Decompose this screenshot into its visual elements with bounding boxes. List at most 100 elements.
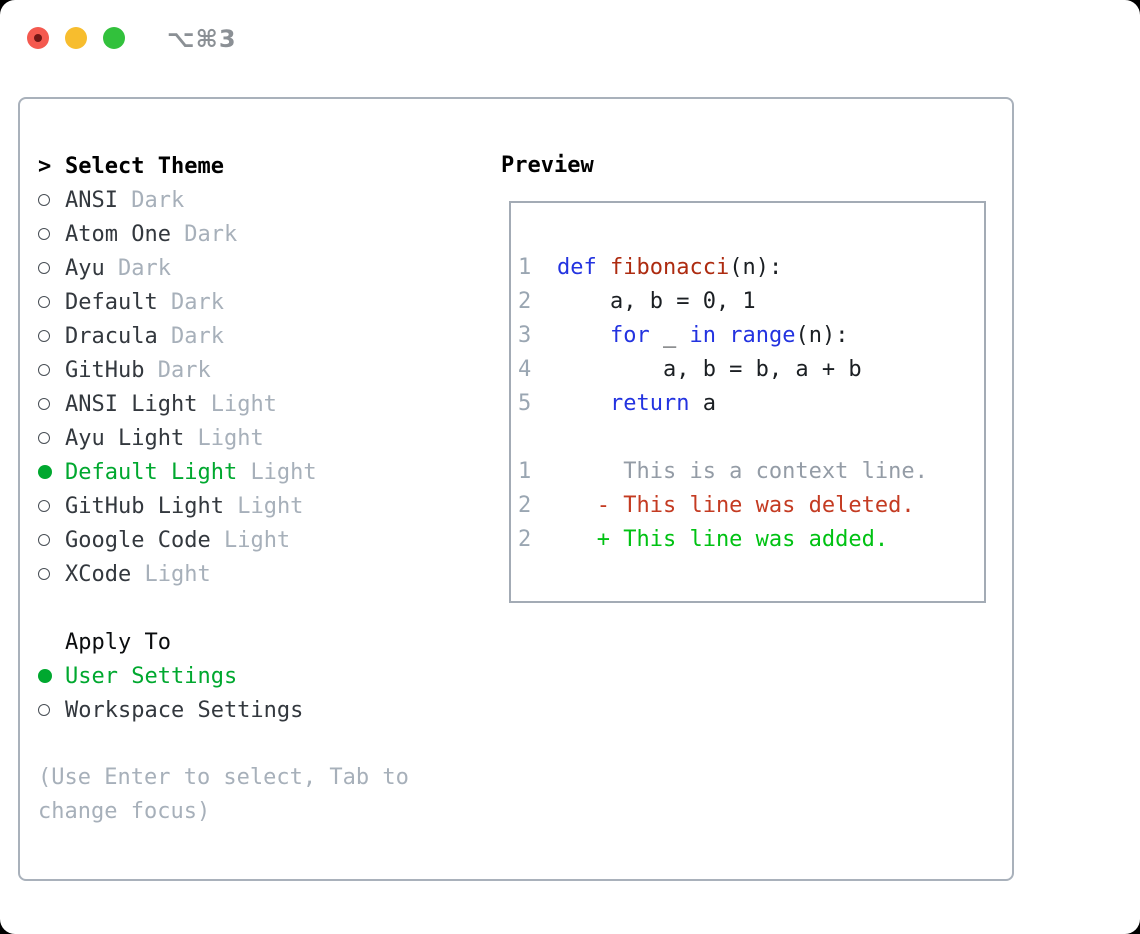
- line-number: 2: [518, 527, 532, 552]
- radio-unselected-icon: [38, 568, 50, 580]
- radio-marker: [38, 228, 65, 240]
- theme-option-label: ANSI Dark: [65, 188, 184, 213]
- theme-option[interactable]: Default Light Light: [38, 455, 488, 489]
- radio-unselected-icon: [38, 262, 50, 274]
- radio-selected-icon: [38, 465, 52, 479]
- added-line: 2 + This line was added.: [518, 523, 984, 557]
- radio-marker: [38, 364, 65, 376]
- radio-marker: [38, 194, 65, 206]
- code-segment-pl: (n):: [795, 323, 849, 348]
- blank-line: [518, 421, 984, 455]
- radio-marker: [38, 262, 65, 274]
- code-line: 2 a, b = 0, 1: [518, 285, 984, 319]
- close-button[interactable]: [27, 27, 49, 49]
- radio-unselected-icon: [38, 228, 50, 240]
- theme-option[interactable]: GitHub Dark: [38, 353, 488, 387]
- code-segment-kw: for: [609, 323, 650, 348]
- code-segment-pl: [557, 323, 610, 348]
- radio-marker: [38, 432, 65, 444]
- theme-variant-tag: Dark: [184, 221, 238, 247]
- theme-option[interactable]: Dracula Dark: [38, 319, 488, 353]
- theme-variant-tag: Dark: [131, 187, 185, 213]
- theme-variant-tag: Light: [250, 459, 317, 485]
- zoom-button[interactable]: [103, 27, 125, 49]
- theme-option[interactable]: XCode Light: [38, 557, 488, 591]
- theme-name: Ayu: [65, 255, 105, 281]
- apply-to-header: Apply To: [38, 625, 488, 659]
- radio-unselected-icon: [38, 398, 50, 410]
- theme-option[interactable]: ANSI Dark: [38, 183, 488, 217]
- theme-option[interactable]: GitHub Light Light: [38, 489, 488, 523]
- radio-marker: [38, 465, 65, 479]
- preview-title: Preview: [501, 153, 594, 178]
- apply-to-option-name: User Settings: [65, 663, 238, 689]
- prompt-caret-icon: >: [38, 153, 52, 179]
- theme-option-label: Google Code Light: [65, 528, 290, 553]
- theme-variant-tag: Dark: [170, 323, 224, 349]
- apply-to-option-name: Workspace Settings: [65, 697, 304, 723]
- code-segment-add: + This line was added.: [557, 527, 889, 552]
- apply-to-option[interactable]: Workspace Settings: [38, 693, 488, 727]
- apply-to-option[interactable]: User Settings: [38, 659, 488, 693]
- theme-name: GitHub: [65, 357, 145, 383]
- theme-option-label: GitHub Light Light: [65, 494, 303, 519]
- theme-name: XCode: [65, 561, 132, 587]
- radio-unselected-icon: [38, 500, 50, 512]
- line-number: 2: [518, 493, 532, 518]
- spacer: [38, 591, 488, 625]
- theme-variant-tag: Light: [223, 527, 291, 553]
- theme-variant-tag: Dark: [118, 255, 171, 281]
- code-line: 5 return a: [518, 387, 984, 421]
- theme-variant-tag: Dark: [170, 289, 224, 315]
- theme-option[interactable]: Google Code Light: [38, 523, 488, 557]
- code-segment-pl: a: [689, 391, 716, 416]
- radio-marker: [38, 330, 65, 342]
- theme-option-label: ANSI Light Light: [65, 392, 277, 417]
- code-segment-pl: (n):: [729, 255, 783, 280]
- select-theme-title: Select Theme: [65, 153, 224, 179]
- code-segment-pl: [597, 255, 610, 280]
- context-line: 1 This is a context line.: [518, 455, 984, 489]
- radio-marker: [38, 534, 65, 546]
- radio-unselected-icon: [38, 534, 50, 546]
- radio-marker: [38, 398, 65, 410]
- theme-option-label: Ayu Light Light: [65, 426, 264, 451]
- theme-option-label: Default Light Light: [65, 460, 317, 485]
- radio-unselected-icon: [38, 296, 50, 308]
- theme-option-label: XCode Light: [65, 562, 211, 587]
- theme-option-label: Atom One Dark: [65, 222, 237, 247]
- theme-variant-tag: Dark: [157, 357, 211, 383]
- theme-option[interactable]: Atom One Dark: [38, 217, 488, 251]
- minimize-button[interactable]: [65, 27, 87, 49]
- code-segment-ctx: This is a context line.: [557, 459, 928, 484]
- code-segment-fn: fibonacci: [610, 255, 730, 280]
- theme-option[interactable]: Ayu Light Light: [38, 421, 488, 455]
- radio-unselected-icon: [38, 330, 50, 342]
- theme-option[interactable]: Ayu Dark: [38, 251, 488, 285]
- radio-marker: [38, 500, 65, 512]
- code-line: 3 for _ in range(n):: [518, 319, 984, 353]
- line-number: 4: [518, 357, 532, 382]
- apply-to-title: Apply To: [65, 629, 171, 655]
- radio-unselected-icon: [38, 704, 50, 716]
- code-segment-kw: return: [609, 391, 690, 416]
- select-theme-header: > Select Theme: [38, 149, 488, 183]
- radio-unselected-icon: [38, 194, 50, 206]
- spacer: [38, 727, 488, 761]
- code-segment-pl: a, b = b, a + b: [557, 357, 862, 382]
- line-number: 1: [518, 459, 532, 484]
- theme-variant-tag: Light: [144, 561, 211, 587]
- traffic-lights: [27, 27, 125, 49]
- code-segment-pl: [557, 391, 610, 416]
- theme-name: Default Light: [65, 459, 238, 485]
- theme-option[interactable]: Default Dark: [38, 285, 488, 319]
- theme-option[interactable]: ANSI Light Light: [38, 387, 488, 421]
- theme-variant-tag: Light: [197, 425, 264, 451]
- theme-option-label: Dracula Dark: [65, 324, 224, 349]
